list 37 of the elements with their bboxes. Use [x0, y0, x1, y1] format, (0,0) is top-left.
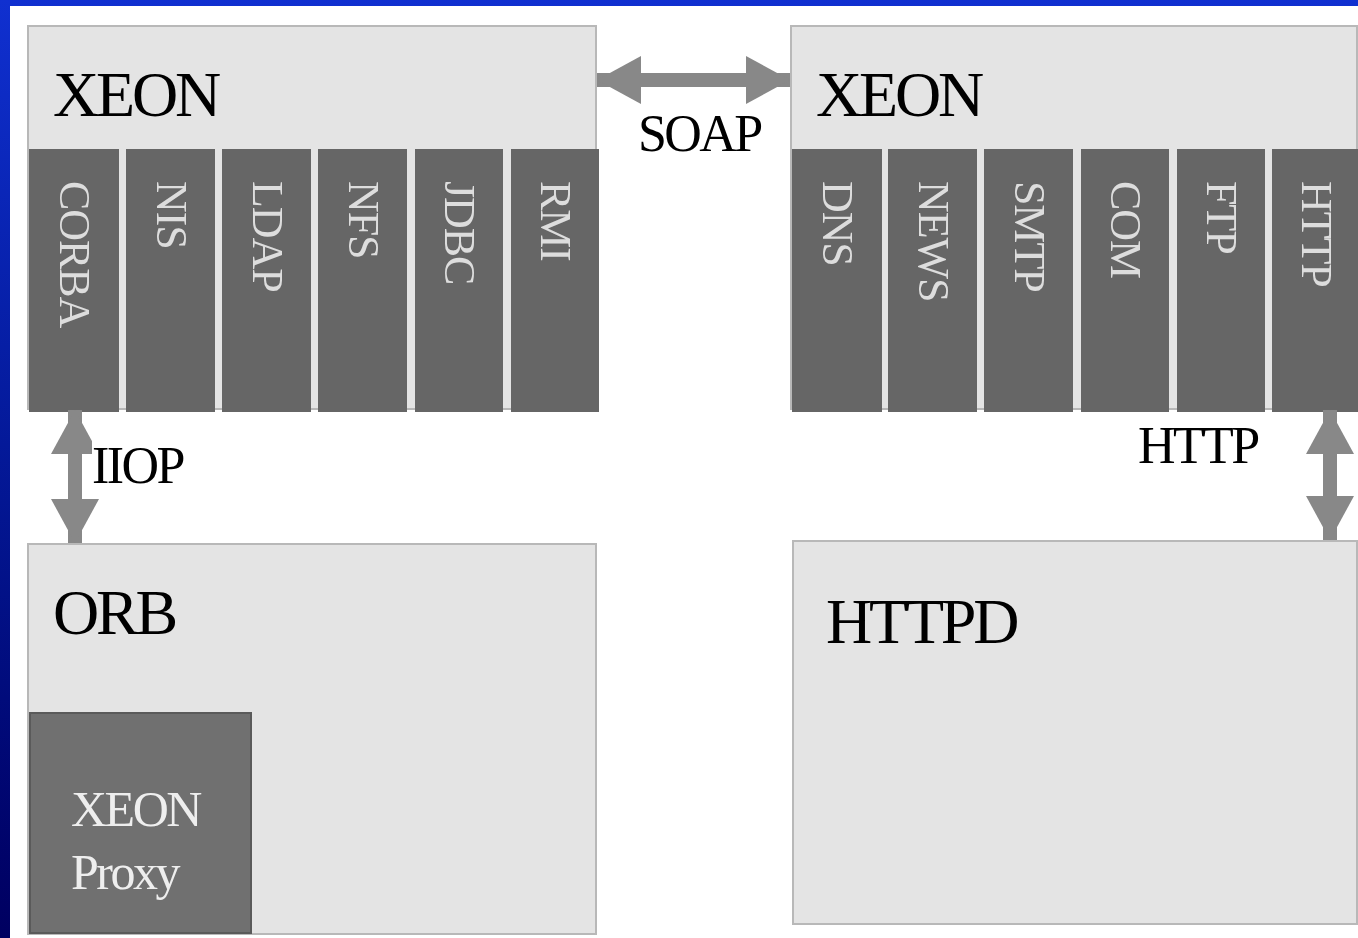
protocol-column	[29, 149, 119, 412]
box-label: XEON	[53, 63, 218, 127]
column-label: HTTP	[1294, 181, 1338, 289]
column-label: RMI	[533, 181, 577, 263]
column-label: CORBA	[52, 181, 96, 330]
component-box	[27, 25, 597, 410]
column-label: LDAP	[244, 181, 289, 294]
protocol-column	[415, 149, 503, 412]
protocol-column	[318, 149, 407, 412]
double-arrow	[1306, 410, 1354, 540]
protocol-column	[511, 149, 599, 412]
protocol-column	[222, 149, 311, 412]
protocol-column	[1272, 149, 1358, 412]
protocol-column	[984, 149, 1073, 412]
protocol-column	[126, 149, 215, 412]
protocol-column	[792, 149, 882, 412]
column-label: NIS	[148, 181, 193, 251]
box-label: XEON Proxy	[71, 780, 202, 902]
proxy-box	[29, 712, 252, 934]
column-label: NFS	[340, 181, 385, 261]
component-box	[27, 543, 597, 935]
protocol-column	[888, 149, 977, 412]
component-box	[790, 25, 1358, 410]
column-label: SMTP	[1006, 181, 1051, 294]
box-label: ORB	[53, 581, 175, 645]
box-label: XEON	[816, 63, 981, 127]
double-arrow	[597, 56, 790, 104]
column-label: JDBC	[437, 181, 481, 287]
column-label: NEWS	[910, 181, 955, 304]
protocol-column	[1081, 149, 1169, 412]
column-label: COM	[1103, 181, 1147, 280]
column-label: DNS	[815, 181, 859, 268]
protocol-column	[1177, 149, 1265, 412]
column-label: FTP	[1199, 181, 1243, 256]
box-label: HTTPD	[826, 590, 1017, 654]
component-box	[792, 540, 1358, 925]
double-arrow	[51, 410, 99, 543]
